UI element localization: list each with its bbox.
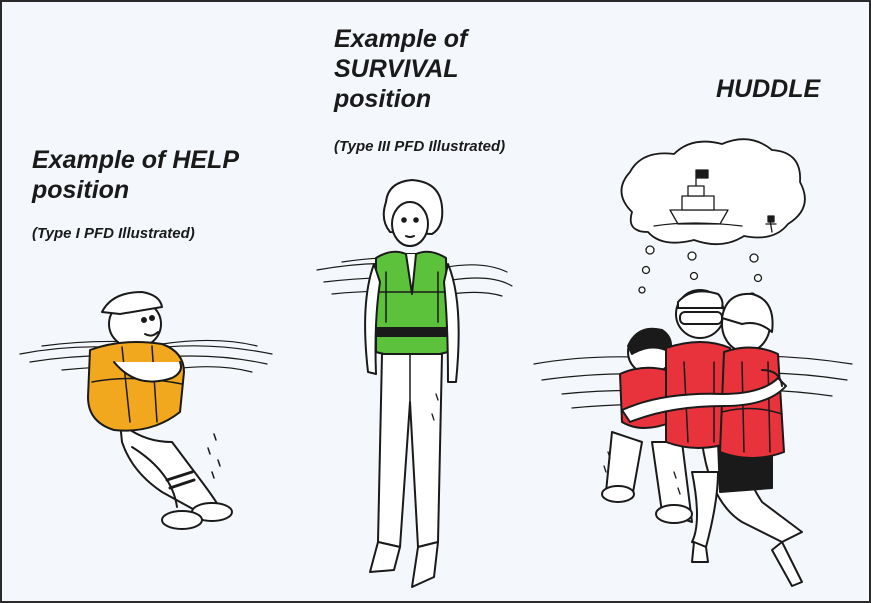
survival-position-figure xyxy=(316,179,513,588)
help-position-title: Example of HELP position xyxy=(32,145,322,205)
survival-title-line2: SURVIVAL xyxy=(334,55,459,83)
person-in-cloud-icon xyxy=(765,215,777,233)
huddle-figure xyxy=(533,138,853,587)
survival-title-line1: Example of xyxy=(334,25,468,53)
help-title-line2: position xyxy=(32,176,130,204)
thought-bubbles xyxy=(638,245,763,300)
help-position-figure xyxy=(19,291,273,530)
survival-position-subtitle: (Type III PFD Illustrated) xyxy=(334,138,506,155)
help-position-subtitle: (Type I PFD Illustrated) xyxy=(32,225,195,242)
huddle-title: HUDDLE xyxy=(716,75,821,103)
help-title-line1: Example of HELP xyxy=(32,146,239,174)
survival-head xyxy=(391,201,429,247)
rescue-boat-icon xyxy=(653,169,743,227)
survival-position-title: Example of SURVIVAL position xyxy=(334,24,594,114)
type-i-pfd xyxy=(87,341,185,432)
survival-title-line3: position xyxy=(334,85,432,113)
thought-cloud xyxy=(620,138,806,246)
